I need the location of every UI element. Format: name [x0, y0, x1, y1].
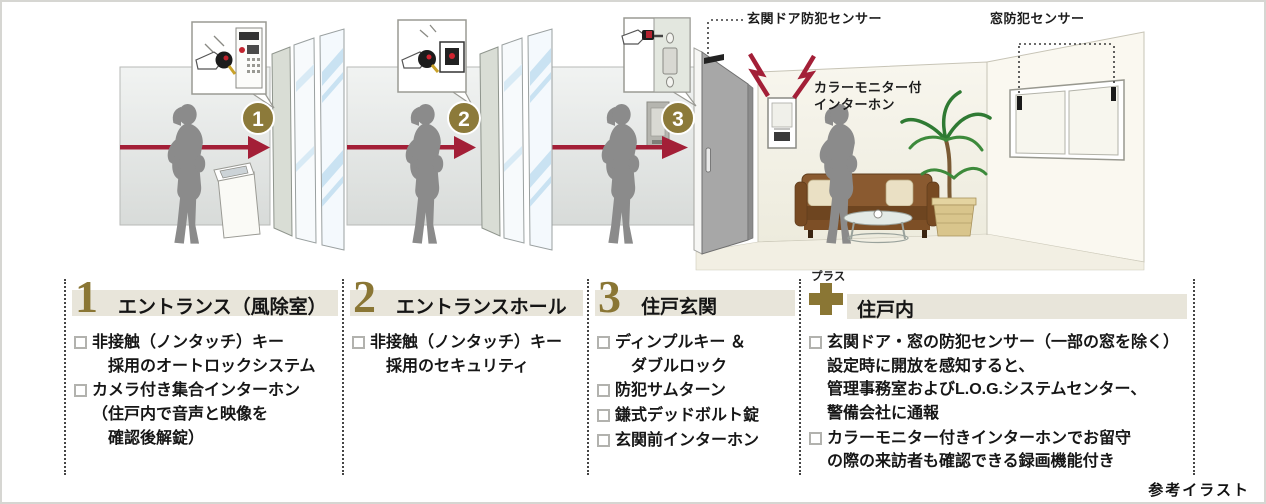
svg-text:1: 1 — [252, 108, 264, 131]
svg-text:2: 2 — [458, 108, 470, 131]
section-title: 住戸玄関 — [641, 297, 718, 318]
header-bar — [72, 290, 338, 316]
list-item: 玄関ドア・窓の防犯センサー（一部の窓を除く） 設定時に開放を感知すると、 管理事… — [809, 331, 1189, 426]
door-sensor — [704, 54, 724, 64]
checkbox-icon — [597, 409, 610, 423]
header-bar — [595, 290, 795, 316]
window-sensor-label: 窓防犯センサー — [990, 11, 1085, 26]
list-item: カメラ付き集合インターホン （住戸内で音声と映像を 確認後解錠） — [74, 379, 338, 450]
window — [1009, 79, 1125, 161]
entrance-door — [693, 47, 754, 255]
list-item: 防犯サムターン — [597, 379, 795, 403]
list-item: 非接触（ノンタッチ）キー 採用のオートロックシステム — [74, 331, 338, 378]
list-item: 玄関前インターホン — [597, 429, 795, 453]
section-number: 1 — [75, 271, 98, 322]
step-badge-1: 1 — [241, 101, 275, 135]
section-title: エントランス（風除室） — [118, 297, 327, 318]
header-bar — [847, 294, 1187, 319]
checkbox-icon — [597, 384, 610, 398]
list-item: ディンプルキー ＆ ダブルロック — [597, 331, 795, 378]
alert-bolts — [748, 52, 817, 100]
step-badges: 1 2 3 — [241, 101, 695, 135]
section-unit-interior: プラス 住戸内 玄関ドア・窓の防犯センサー（一部の窓を除く） 設定時に開放を感知… — [799, 271, 1195, 475]
checkbox-icon — [352, 336, 365, 349]
list-item: 鎌式デッドボルト錠 — [597, 404, 795, 428]
checkbox-icon — [809, 431, 822, 445]
window-sensor-right — [1111, 87, 1116, 101]
section-number: 2 — [353, 271, 376, 322]
glass-door-1 — [271, 28, 345, 251]
checkbox-icon — [597, 336, 610, 349]
sofa — [794, 173, 940, 238]
section-title: エントランスホール — [396, 297, 567, 318]
room-interior — [695, 31, 1145, 271]
checkbox-icon — [74, 384, 87, 398]
entrance-kiosk — [213, 162, 261, 239]
checkbox-icon — [74, 336, 87, 349]
section-entrance-hall: 2 エントランスホール 非接触（ノンタッチ）キー 採用のセキュリティ — [342, 274, 587, 475]
plus-word: プラス — [811, 271, 846, 283]
callout-nontouch-key-1 — [191, 21, 275, 109]
section-entrance-header: 1 エントランス（風除室） — [66, 274, 342, 330]
step-badge-3: 3 — [661, 101, 695, 135]
step-badge-2: 2 — [447, 101, 481, 135]
list-item: 非接触（ノンタッチ）キー 採用のセキュリティ — [352, 331, 583, 378]
svg-text:3: 3 — [672, 108, 684, 131]
illustration: 1 2 3 — [119, 17, 1145, 271]
plus-icon — [809, 283, 843, 315]
checkbox-icon — [809, 336, 822, 349]
section-number: 3 — [598, 271, 621, 322]
header-bar — [350, 290, 583, 316]
door-sensor-label: 玄関ドア防犯センサー — [747, 11, 883, 26]
section-entrance: 1 エントランス（風除室） 非接触（ノンタッチ）キー 採用のオートロックシステム… — [64, 274, 342, 475]
intercom-label: カラーモニター付 インターホン — [814, 80, 923, 112]
leader-lines — [707, 19, 1115, 94]
coffee-table — [843, 209, 913, 244]
callout-nontouch-key-2 — [397, 19, 473, 106]
section-title: 住戸内 — [857, 300, 915, 321]
callout-door-key — [621, 17, 697, 107]
color-monitor-intercom — [767, 97, 797, 149]
window-sensor-left — [1017, 96, 1022, 110]
section-entrance-hall-header: 2 エントランスホール — [344, 274, 587, 330]
section-unit-entrance-header: 3 住戸玄関 — [589, 274, 799, 330]
section-unit-interior-header: プラス 住戸内 — [801, 271, 1193, 330]
section-unit-entrance: 3 住戸玄関 ディンプルキー ＆ ダブルロック 防犯サムターン 鎌式デッドボルト… — [587, 274, 799, 475]
glass-door-2 — [479, 28, 553, 251]
reference-note: 参考イラスト — [1148, 481, 1250, 499]
potted-plant — [900, 90, 992, 237]
checkbox-icon — [597, 433, 610, 447]
list-item: カラーモニター付きインターホンでお留守 の際の来訪者も確認できる録画機能付き — [809, 427, 1189, 474]
